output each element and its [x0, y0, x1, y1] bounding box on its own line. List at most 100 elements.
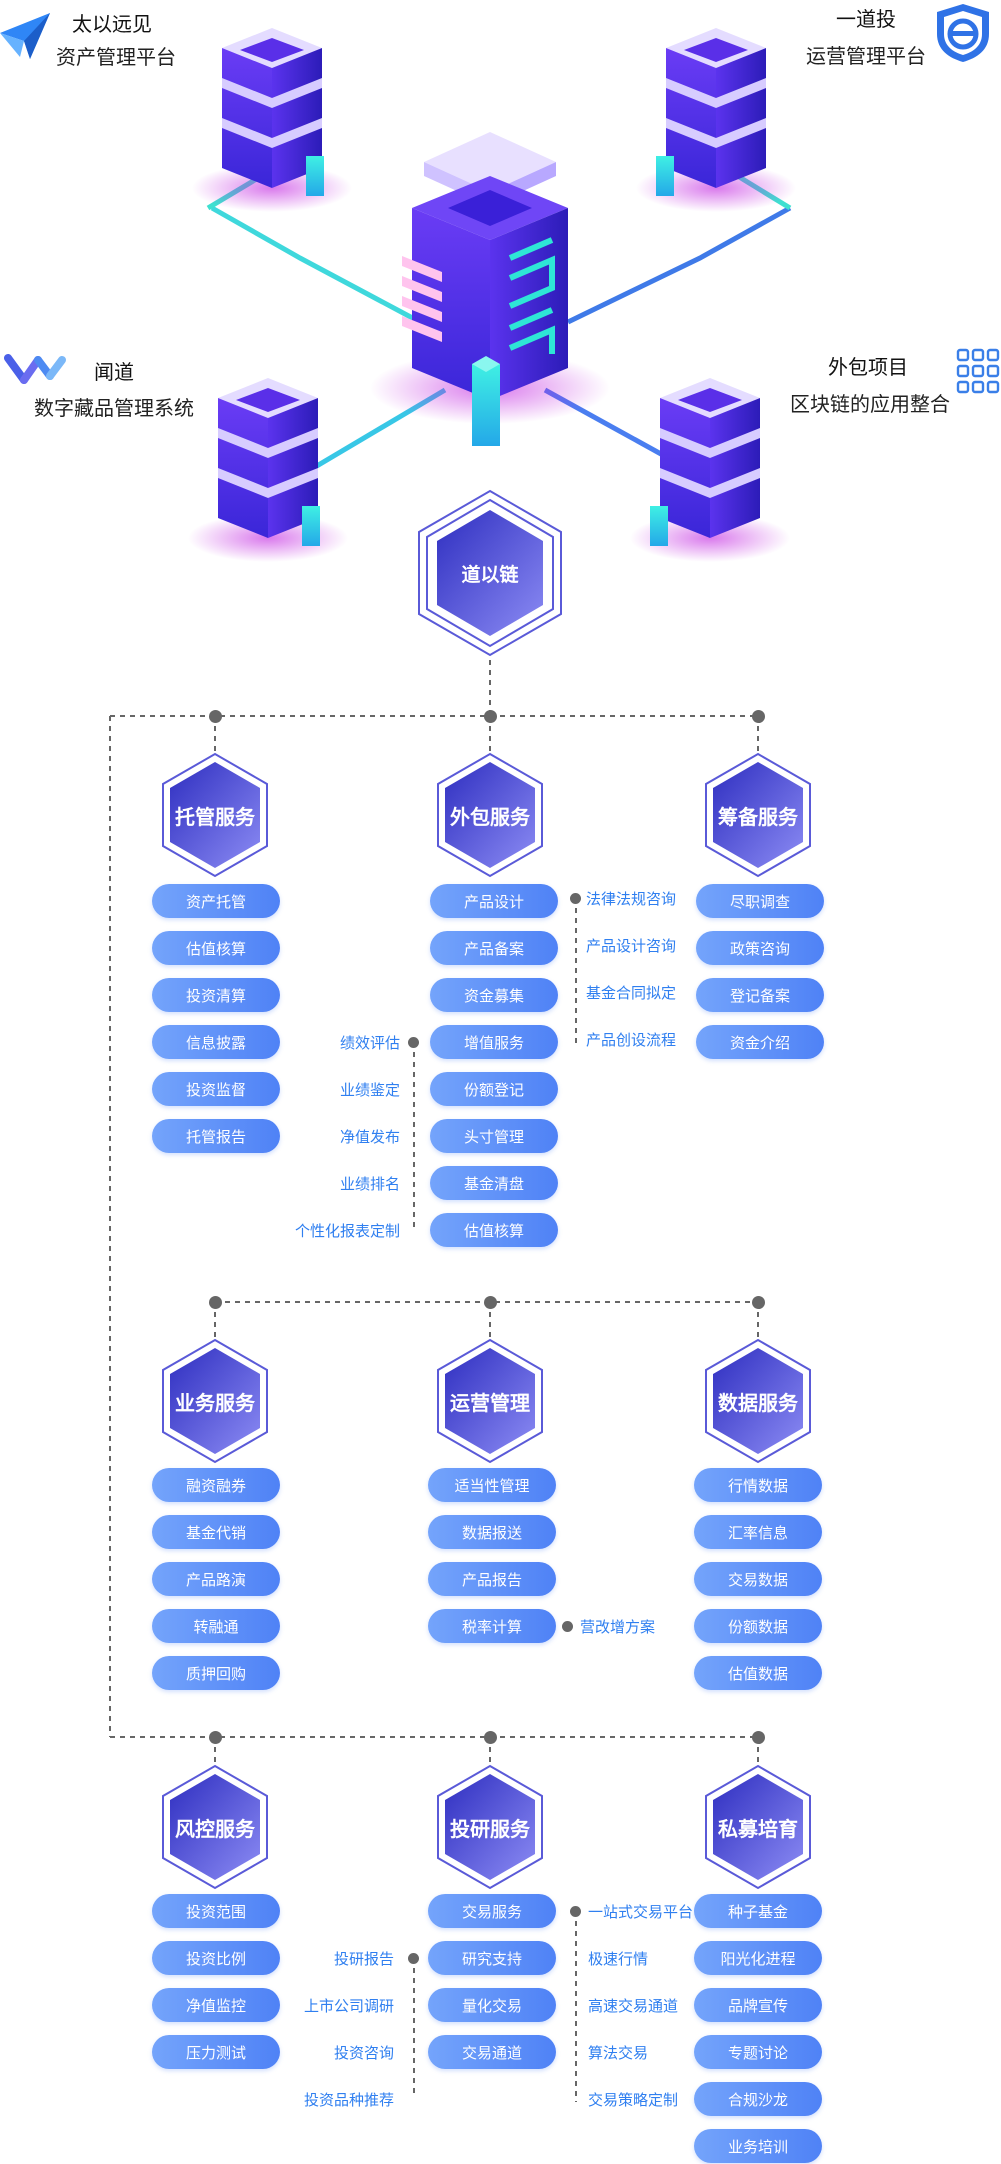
brand-waibao-subtitle: 区块链的应用整合: [790, 392, 950, 416]
hex-label: 投研服务: [450, 1816, 530, 1841]
brand-yidaotou: 一道投 运营管理平台: [800, 0, 1001, 70]
service-item-fengkong[interactable]: 压力测试: [152, 2035, 280, 2069]
center-hex-shape: [418, 489, 562, 657]
service-item-tuoguan[interactable]: 估值核算: [152, 931, 280, 965]
service-item-choubei[interactable]: 资金介绍: [696, 1025, 824, 1059]
waibao-consult-note: 产品创设流程: [586, 1031, 677, 1049]
service-item-shuju[interactable]: 汇率信息: [694, 1515, 822, 1549]
server-bottom-left: [188, 378, 348, 562]
service-item-yunying[interactable]: 产品报告: [428, 1562, 556, 1596]
service-item-touyan[interactable]: 交易服务: [428, 1894, 556, 1928]
yunying-side-note: 营改增方案: [580, 1618, 656, 1636]
service-item-shuju[interactable]: 交易数据: [694, 1562, 822, 1596]
service-item-fengkong[interactable]: 投资比例: [152, 1941, 280, 1975]
hex-label: 私募培育: [718, 1816, 798, 1841]
service-item-waibao[interactable]: 增值服务: [430, 1025, 558, 1059]
service-item-waibao[interactable]: 产品设计: [430, 884, 558, 918]
hex-yunying: 运营管理: [435, 1338, 545, 1464]
node-dot: [209, 1296, 222, 1309]
waibao-consult-note: 基金合同拟定: [586, 984, 677, 1002]
server-center: [370, 132, 610, 446]
hex-shape: [162, 1338, 268, 1464]
service-item-yunying[interactable]: 税率计算: [428, 1609, 556, 1643]
service-item-simu[interactable]: 品牌宣传: [694, 1988, 822, 2022]
service-item-tuoguan[interactable]: 投资清算: [152, 978, 280, 1012]
touyan-research-note: 投资咨询: [333, 2044, 394, 2062]
touyan-research-note: 投研报告: [333, 1950, 394, 1968]
hex-label: 筹备服务: [718, 804, 798, 829]
service-item-touyan[interactable]: 量化交易: [428, 1988, 556, 2022]
center-hex-daoyilian: 道以链: [415, 488, 565, 658]
service-item-tuoguan[interactable]: 托管报告: [152, 1119, 280, 1153]
hex-simu: 私募培育: [703, 1764, 813, 1890]
touyan-trade-note: 算法交易: [588, 2044, 649, 2062]
service-item-choubei[interactable]: 政策咨询: [696, 931, 824, 965]
service-item-yewu[interactable]: 基金代销: [152, 1515, 280, 1549]
service-item-tuoguan[interactable]: 信息披露: [152, 1025, 280, 1059]
service-item-waibao[interactable]: 估值核算: [430, 1213, 558, 1247]
server-bottom-right: [630, 378, 790, 562]
service-item-choubei[interactable]: 尽职调查: [696, 884, 824, 918]
brand-taiyi-title: 太以远见: [72, 12, 152, 36]
brand-wendao-subtitle: 数字藏品管理系统: [34, 396, 194, 420]
service-item-waibao[interactable]: 头寸管理: [430, 1119, 558, 1153]
service-item-touyan[interactable]: 研究支持: [428, 1941, 556, 1975]
service-item-waibao[interactable]: 基金清盘: [430, 1166, 558, 1200]
touyan-trade-note: 极速行情: [588, 1950, 649, 1968]
touyan-research-note: 上市公司调研: [303, 1997, 394, 2015]
service-item-choubei[interactable]: 登记备案: [696, 978, 824, 1012]
service-item-fengkong[interactable]: 净值监控: [152, 1988, 280, 2022]
service-item-yewu[interactable]: 转融通: [152, 1609, 280, 1643]
waibao-report-note: 绩效评估: [339, 1034, 400, 1052]
waibao-consult-note: 产品设计咨询: [586, 937, 677, 955]
hex-label: 数据服务: [718, 1390, 798, 1415]
shield-icon: [937, 4, 989, 62]
service-item-yewu[interactable]: 产品路演: [152, 1562, 280, 1596]
hex-shuju: 数据服务: [703, 1338, 813, 1464]
service-item-yewu[interactable]: 质押回购: [152, 1656, 280, 1690]
hex-shape: [162, 752, 268, 878]
service-item-shuju[interactable]: 份额数据: [694, 1609, 822, 1643]
service-item-waibao[interactable]: 产品备案: [430, 931, 558, 965]
touyan-trade-note: 高速交易通道: [588, 1997, 679, 2015]
service-item-yunying[interactable]: 数据报送: [428, 1515, 556, 1549]
hex-choubei: 筹备服务: [703, 752, 813, 878]
hex-shape: [437, 1764, 543, 1890]
hex-waibao: 外包服务: [435, 752, 545, 878]
service-item-yunying[interactable]: 适当性管理: [428, 1468, 556, 1502]
service-item-waibao[interactable]: 份额登记: [430, 1072, 558, 1106]
hex-shape: [437, 1338, 543, 1464]
service-item-tuoguan[interactable]: 投资监督: [152, 1072, 280, 1106]
hex-label: 业务服务: [175, 1390, 255, 1415]
brand-taiyi: 太以远见 资产管理平台: [0, 5, 200, 69]
brand-wendao-title: 闻道: [94, 360, 134, 384]
service-item-touyan[interactable]: 交易通道: [428, 2035, 556, 2069]
service-item-fengkong[interactable]: 投资范围: [152, 1894, 280, 1928]
node-dot: [209, 1731, 222, 1744]
node-dot: [752, 1296, 765, 1309]
center-hex-label: 道以链: [461, 563, 519, 586]
hex-label: 风控服务: [175, 1816, 255, 1841]
service-item-simu[interactable]: 业务培训: [694, 2129, 822, 2163]
service-item-simu[interactable]: 合规沙龙: [694, 2082, 822, 2116]
service-item-yewu[interactable]: 融资融券: [152, 1468, 280, 1502]
waibao-report-note: 业绩排名: [339, 1175, 400, 1193]
waibao-consult-note: 法律法规咨询: [586, 890, 677, 908]
hex-shape: [162, 1764, 268, 1890]
hex-shape: [437, 752, 543, 878]
service-item-tuoguan[interactable]: 资产托管: [152, 884, 280, 918]
note-dot: [408, 1953, 419, 1964]
service-item-shuju[interactable]: 估值数据: [694, 1656, 822, 1690]
waibao-report-note: 净值发布: [339, 1128, 400, 1146]
server-cluster-illustration: [188, 28, 796, 562]
hex-label: 运营管理: [450, 1390, 530, 1415]
service-item-simu[interactable]: 阳光化进程: [694, 1941, 822, 1975]
hex-shape: [705, 1338, 811, 1464]
service-item-waibao[interactable]: 资金募集: [430, 978, 558, 1012]
hex-tuoguan: 托管服务: [160, 752, 270, 878]
server-top-right: [636, 28, 796, 212]
brand-taiyi-subtitle: 资产管理平台: [56, 45, 176, 69]
service-item-shuju[interactable]: 行情数据: [694, 1468, 822, 1502]
service-item-simu[interactable]: 专题讨论: [694, 2035, 822, 2069]
service-item-simu[interactable]: 种子基金: [694, 1894, 822, 1928]
